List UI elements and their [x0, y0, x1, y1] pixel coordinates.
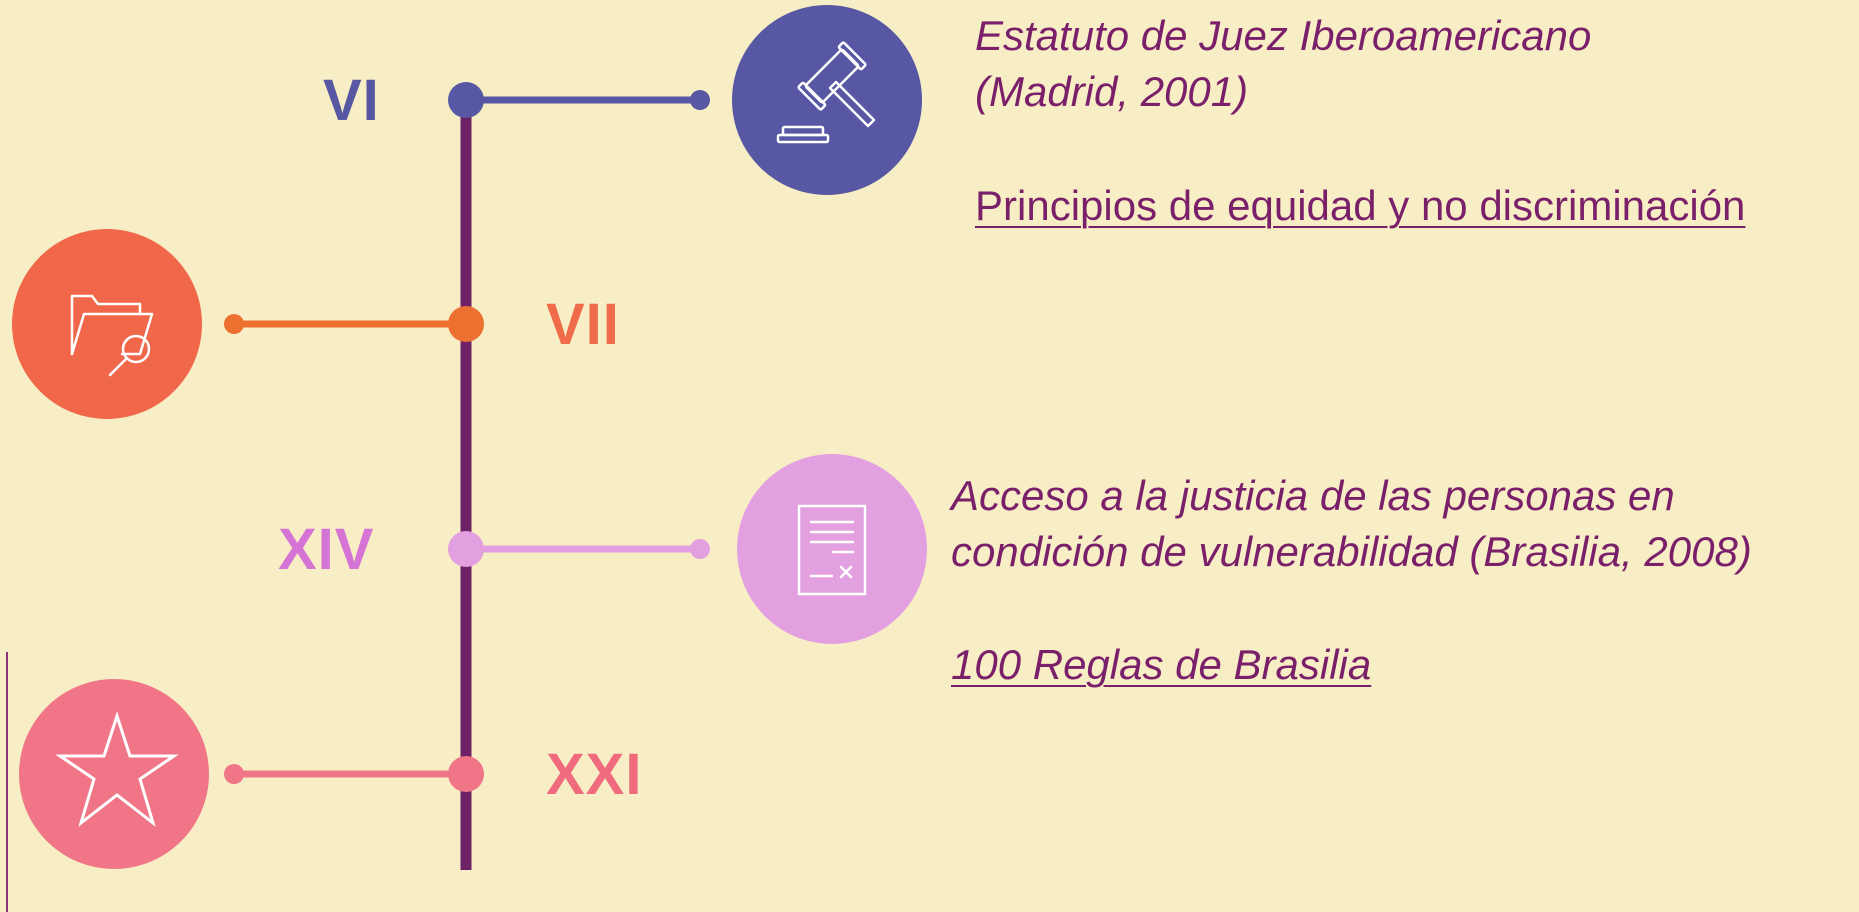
- star-icon: [55, 711, 179, 828]
- node-dot-vi: [448, 82, 484, 118]
- timeline-branch-vi: [448, 5, 922, 195]
- timeline-branch-vii: [12, 229, 484, 419]
- entry-brasilia-title-line1: Acceso a la justicia de las personas en: [951, 472, 1675, 519]
- icon-circle-xiv: [737, 454, 927, 644]
- gavel-icon: [776, 41, 876, 144]
- node-dot-vii: [448, 306, 484, 342]
- end-dot-xiv: [690, 539, 710, 559]
- node-dot-xiv: [448, 531, 484, 567]
- end-dot-vii: [224, 314, 244, 334]
- numeral-xiv: XIV: [278, 517, 375, 582]
- entry-brasilia-title-line2: condición de vulnerabilidad (Brasilia, 2…: [951, 528, 1752, 575]
- entry-estatuto-title-line1: Estatuto de Juez Iberoamericano: [975, 12, 1592, 59]
- timeline-branch-xiv: [448, 454, 927, 644]
- icon-circle-vii: [12, 229, 202, 419]
- end-dot-vi: [690, 90, 710, 110]
- folder-search-icon: [70, 294, 154, 377]
- entry-brasilia-link[interactable]: 100 Reglas de Brasilia: [951, 641, 1372, 688]
- node-dot-xxi: [448, 756, 484, 792]
- numeral-vi: VI: [323, 68, 380, 133]
- icon-circle-vi: [732, 5, 922, 195]
- numeral-xxi: XXI: [546, 742, 643, 807]
- numeral-vii: VII: [546, 292, 620, 357]
- document-icon: [797, 504, 867, 596]
- timeline-branch-xxi: [19, 679, 484, 869]
- entry-estatuto-title-line2: (Madrid, 2001): [975, 68, 1249, 115]
- timeline-diagram: [12, 5, 927, 870]
- side-bracket: [0, 652, 8, 912]
- end-dot-xxi: [224, 764, 244, 784]
- icon-circle-xxi: [19, 679, 209, 869]
- entry-estatuto-link[interactable]: Principios de equidad y no discriminació…: [975, 182, 1746, 229]
